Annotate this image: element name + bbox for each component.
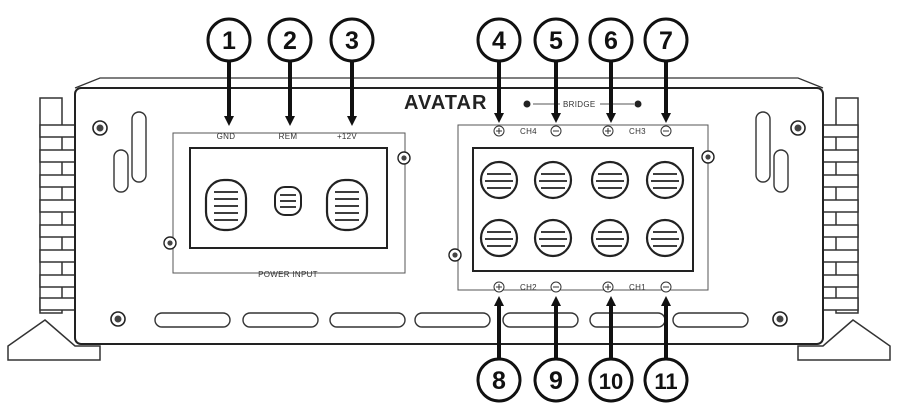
callout-11-number: 11 bbox=[654, 369, 677, 394]
callout-3-number: 3 bbox=[345, 27, 359, 55]
vent-slots-left bbox=[113, 111, 147, 193]
plus-icon bbox=[602, 281, 614, 293]
vent-slots-bottom bbox=[154, 312, 749, 328]
callout-10: 10 bbox=[588, 357, 634, 403]
callout-10-number: 10 bbox=[599, 369, 623, 394]
callout-1-number: 1 bbox=[222, 27, 236, 55]
speaker-terminal[interactable] bbox=[645, 160, 685, 200]
speaker-terminal[interactable] bbox=[590, 160, 630, 200]
rem-terminal[interactable] bbox=[274, 186, 302, 216]
channel-label-ch1: CH1 bbox=[629, 283, 646, 292]
callout-4: 4 bbox=[476, 17, 522, 63]
callout-4-number: 4 bbox=[492, 27, 506, 55]
plus-icon bbox=[493, 281, 505, 293]
minus-icon bbox=[660, 125, 672, 137]
minus-icon bbox=[550, 125, 562, 137]
chassis-faceplate bbox=[74, 87, 824, 345]
speaker-terminal-top-row bbox=[479, 160, 685, 200]
callout-7-number: 7 bbox=[659, 27, 673, 55]
callout-5-number: 5 bbox=[549, 27, 563, 55]
speaker-output-panel: CH4 CH3 CH2 CH1 bbox=[448, 124, 715, 293]
brand-logo: AVATAR bbox=[404, 92, 487, 114]
speaker-terminal[interactable] bbox=[533, 160, 573, 200]
corner-screw-top-left bbox=[92, 120, 108, 136]
corner-screw-top-right bbox=[790, 120, 806, 136]
callout-8-number: 8 bbox=[492, 367, 506, 395]
callout-8: 8 bbox=[476, 357, 522, 403]
callout-11: 11 bbox=[643, 357, 689, 403]
callout-9: 9 bbox=[533, 357, 579, 403]
callout-3: 3 bbox=[329, 17, 375, 63]
callout-6: 6 bbox=[588, 17, 634, 63]
plus12v-terminal[interactable] bbox=[325, 178, 369, 232]
callout-9-number: 9 bbox=[549, 367, 563, 395]
plus12v-label: +12V bbox=[337, 132, 357, 141]
callout-6-number: 6 bbox=[604, 27, 618, 55]
plus-icon bbox=[493, 125, 505, 137]
callout-1: 1 bbox=[206, 17, 252, 63]
plus-icon bbox=[602, 125, 614, 137]
bridge-label: BRIDGE bbox=[563, 100, 595, 109]
chassis-top-edge bbox=[74, 77, 824, 89]
speaker-terminal[interactable] bbox=[590, 218, 630, 258]
corner-screw-bottom-right bbox=[772, 311, 788, 327]
callout-7: 7 bbox=[643, 17, 689, 63]
power-input-caption: POWER INPUT bbox=[258, 270, 318, 279]
minus-icon bbox=[550, 281, 562, 293]
channel-label-ch2: CH2 bbox=[520, 283, 537, 292]
callout-5: 5 bbox=[533, 17, 579, 63]
speaker-terminal-bottom-row bbox=[479, 218, 685, 258]
rem-label: REM bbox=[279, 132, 298, 141]
vent-slots-right bbox=[755, 111, 789, 193]
callout-2: 2 bbox=[267, 17, 313, 63]
gnd-label: GND bbox=[217, 132, 236, 141]
minus-icon bbox=[660, 281, 672, 293]
mounting-foot-left bbox=[7, 319, 101, 361]
heatsink-fins-right bbox=[817, 97, 859, 314]
speaker-terminal[interactable] bbox=[479, 218, 519, 258]
callout-arrows bbox=[224, 62, 671, 359]
mounting-foot-right bbox=[797, 319, 891, 361]
channel-label-ch3: CH3 bbox=[629, 127, 646, 136]
channel-label-ch4: CH4 bbox=[520, 127, 537, 136]
heatsink-fins-left bbox=[39, 97, 81, 314]
gnd-terminal[interactable] bbox=[204, 178, 248, 232]
speaker-terminal[interactable] bbox=[479, 160, 519, 200]
speaker-terminal[interactable] bbox=[645, 218, 685, 258]
speaker-terminal[interactable] bbox=[533, 218, 573, 258]
power-input-panel: GND REM +12V POWER INPUT bbox=[163, 132, 411, 279]
corner-screw-bottom-left bbox=[110, 311, 126, 327]
callout-2-number: 2 bbox=[283, 27, 297, 55]
